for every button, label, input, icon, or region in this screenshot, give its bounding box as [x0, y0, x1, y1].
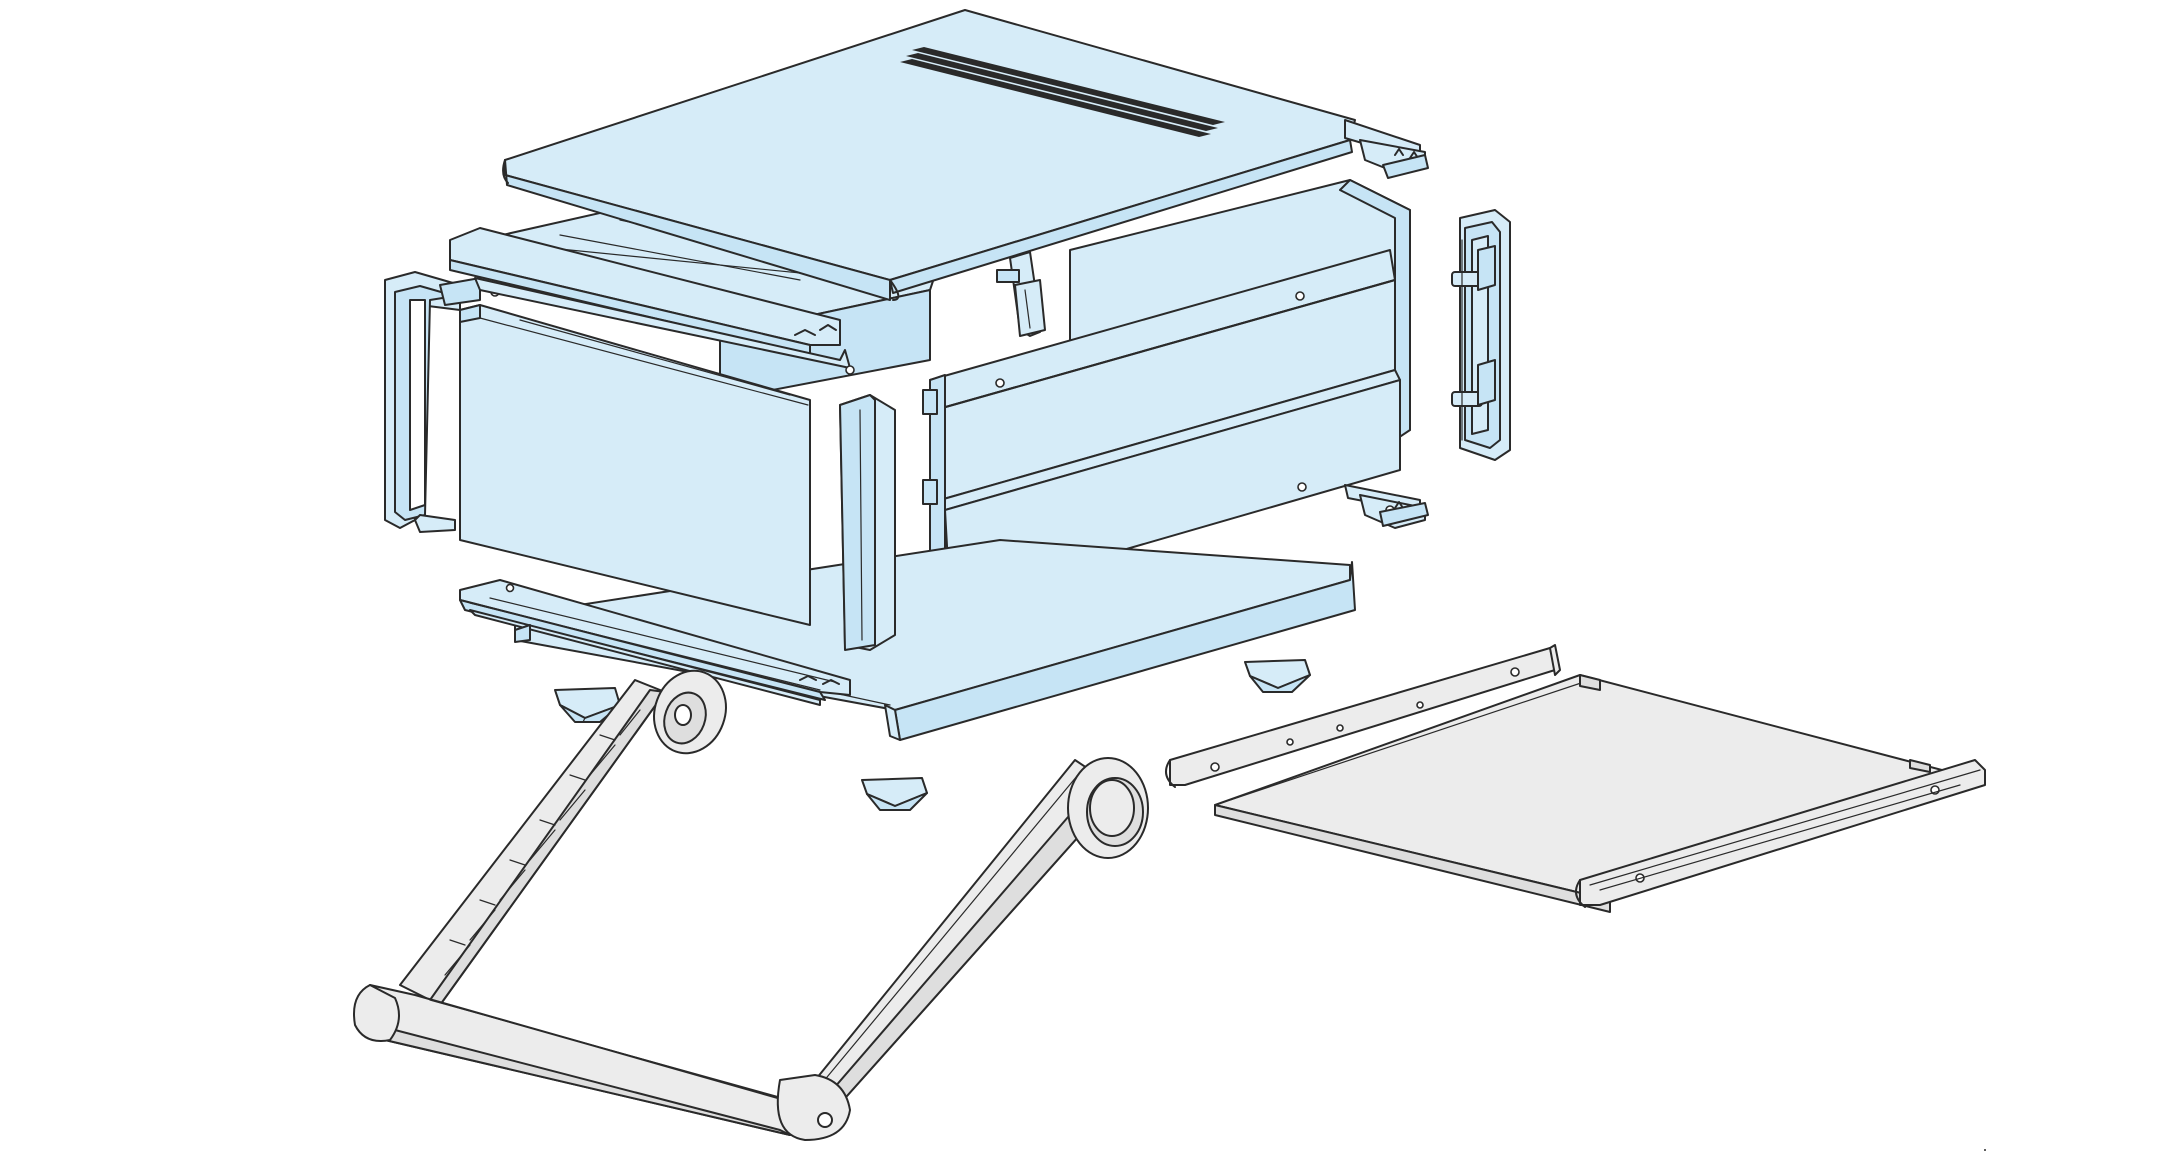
top-rail-right — [1344, 119, 1429, 179]
foot-2 — [1244, 659, 1311, 693]
front-frame-left — [384, 271, 481, 533]
rear-bracket — [996, 251, 1046, 337]
handle-hinge-left — [653, 669, 727, 755]
front-top-rail — [449, 227, 855, 375]
mounting-plate — [1165, 644, 1986, 913]
handle-hinge-right — [1067, 757, 1149, 859]
front-frame-insert — [839, 394, 896, 651]
carry-handle — [353, 669, 1149, 1141]
stray-dot — [1984, 1149, 1986, 1151]
bottom-front-rail — [459, 579, 851, 706]
foot-3 — [861, 777, 928, 811]
front-panel — [459, 304, 811, 626]
handle-knuckle-right — [776, 1074, 851, 1141]
handle-grip-bar — [353, 984, 821, 1136]
bottom-rail-right — [1344, 484, 1429, 529]
vent-slots — [900, 47, 1225, 137]
top-cover — [502, 9, 1356, 301]
rear-frame-right — [1451, 209, 1511, 461]
